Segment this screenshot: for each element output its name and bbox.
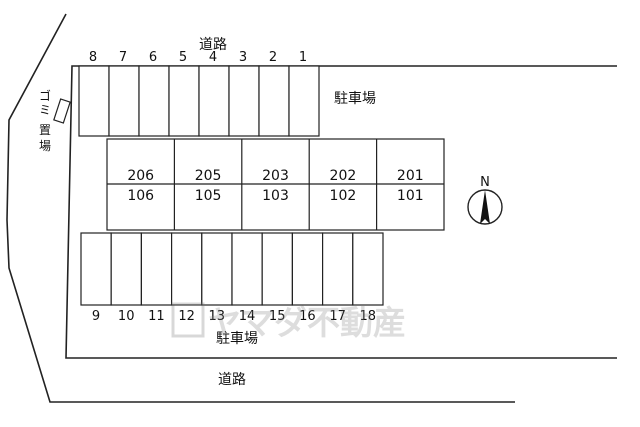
- parking-space-11: [140, 232, 173, 306]
- parking-space-17: [322, 232, 354, 306]
- parking-space-5: [168, 65, 200, 137]
- parking-space-number: 4: [209, 50, 217, 65]
- top-parking-label: 駐車場: [334, 90, 376, 107]
- top-road-label: 道路: [199, 37, 227, 53]
- parking-space-number: 15: [269, 309, 286, 324]
- parking-space-12: [171, 232, 203, 306]
- building: [106, 138, 445, 231]
- garbage-box: [53, 98, 71, 124]
- bottom-parking-row: [80, 232, 384, 306]
- parking-space-15: [261, 232, 294, 306]
- parking-space-number: 2: [269, 50, 277, 65]
- parking-space-number: 10: [118, 309, 135, 324]
- unit-number-lower: 106: [127, 188, 154, 204]
- bottom-parking-label: 駐車場: [216, 330, 258, 347]
- parking-space-number: 6: [149, 50, 157, 65]
- parking-space-number: 14: [239, 309, 256, 324]
- parking-space-number: 18: [360, 309, 377, 324]
- garbage-label-char: ミ: [39, 103, 51, 117]
- top-parking-row: [78, 65, 320, 137]
- unit-numbers: 206 106 205 105 203 103 202 102 201 101: [127, 168, 423, 204]
- parking-space-18: [352, 232, 384, 306]
- lot-boundary: [65, 65, 617, 359]
- unit-number-upper: 202: [330, 168, 357, 184]
- parking-space-2: [258, 65, 290, 137]
- parking-space-6: [138, 65, 170, 137]
- watermark-logo-box: [171, 302, 205, 338]
- parking-space-number: 11: [148, 309, 165, 324]
- parking-space-number: 5: [179, 50, 187, 65]
- watermark: ヤマダ不動産: [171, 302, 406, 342]
- parking-space-7: [108, 65, 140, 137]
- parking-space-number: 1: [299, 50, 307, 65]
- unit-number-upper: 203: [262, 168, 289, 184]
- outer-road-edge: [6, 13, 515, 403]
- parking-space-number: 7: [119, 50, 127, 65]
- compass-label: N: [480, 175, 490, 190]
- parking-space-10: [110, 232, 142, 306]
- north-arrow-icon: [480, 190, 490, 224]
- parking-space-number: 12: [178, 309, 195, 324]
- garbage-label-char: 置: [39, 123, 51, 137]
- unit-number-lower: 101: [397, 188, 424, 204]
- garbage-label-char: ゴ: [39, 88, 51, 103]
- parking-space-number: 8: [89, 50, 97, 65]
- parking-space-9: [80, 232, 112, 306]
- parking-space-14: [231, 232, 263, 306]
- watermark-text: ヤマダ不動産: [208, 303, 406, 342]
- parking-space-13: [201, 232, 233, 306]
- unit-number-upper: 205: [195, 168, 222, 184]
- unit-number-lower: 102: [330, 188, 357, 204]
- garbage-label-char: 場: [39, 139, 51, 153]
- road-boundaries: [6, 13, 617, 403]
- parking-space-4: [198, 65, 230, 137]
- unit-number-lower: 105: [195, 188, 222, 204]
- unit-number-upper: 201: [397, 168, 424, 184]
- parking-space-8: [78, 65, 110, 137]
- north-arrow: N: [467, 175, 503, 225]
- garbage-area: ゴ ミ 置 場: [39, 88, 71, 153]
- parking-space-number: 17: [329, 309, 346, 324]
- parking-space-number: 3: [239, 50, 247, 65]
- parking-space-number: 9: [92, 309, 100, 324]
- bottom-parking-numbers: 9 10 11 12 13 14 15 16 17 18: [92, 309, 376, 324]
- unit-number-lower: 103: [262, 188, 289, 204]
- bottom-road-label: 道路: [218, 372, 246, 388]
- top-parking-numbers: 8 7 6 5 4 3 2 1: [89, 50, 307, 65]
- parking-space-3: [228, 65, 260, 137]
- parking-space-number: 13: [209, 309, 226, 324]
- parking-space-number: 16: [299, 309, 316, 324]
- parking-space-1: [288, 65, 320, 137]
- unit-number-upper: 206: [127, 168, 154, 184]
- parking-space-16: [291, 232, 324, 306]
